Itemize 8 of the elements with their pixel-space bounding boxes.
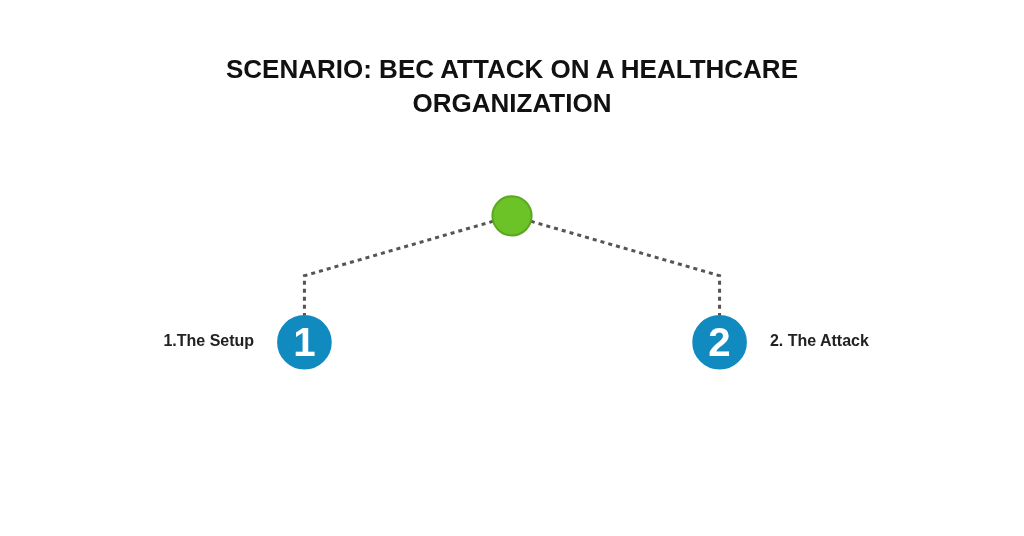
title: SCENARIO: BEC ATTACK ON A HEALTHCARE ORGANIZATION bbox=[225, 53, 799, 120]
lock-badge-icon bbox=[491, 195, 533, 237]
step-circle: 1 bbox=[277, 315, 332, 370]
connector bbox=[302, 219, 494, 316]
step-label: 2. The Attack bbox=[769, 332, 869, 351]
connector bbox=[530, 219, 722, 316]
step-circle: 2 bbox=[692, 315, 747, 370]
step-label: 1.The Setup bbox=[163, 332, 255, 351]
